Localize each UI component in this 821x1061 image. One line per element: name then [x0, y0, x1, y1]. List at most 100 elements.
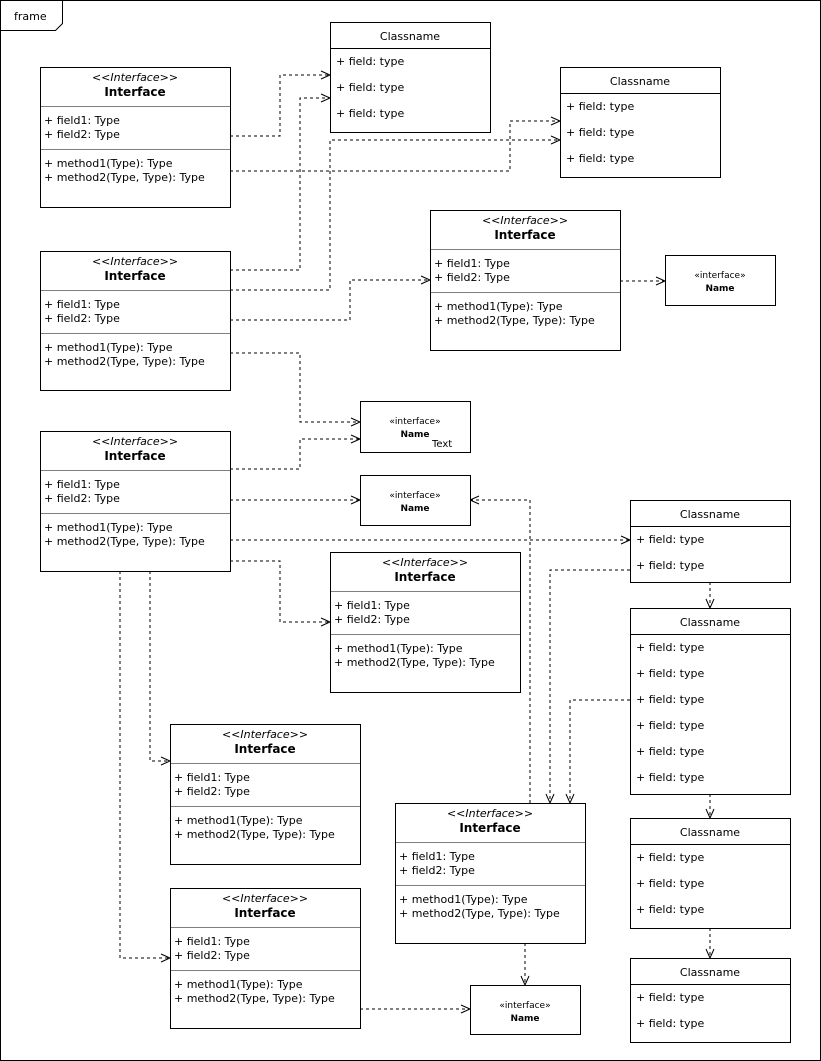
- class-field: + field: type: [636, 693, 704, 706]
- connector: [230, 116, 562, 172]
- interface-box[interactable]: <<Interface>>Interface+ field1: Type+ fi…: [395, 803, 586, 944]
- interface-box[interactable]: <<Interface>>Interface+ field1: Type+ fi…: [40, 251, 231, 391]
- class-field: + field: type: [636, 533, 704, 546]
- class-field: + field: type: [566, 100, 634, 113]
- class-box[interactable]: Classname+ field: type+ field: type+ fie…: [330, 22, 491, 133]
- interface-stereotype: <<Interface>>: [222, 728, 308, 741]
- interface-method: + method1(Type): Type: [44, 157, 173, 170]
- interface-method: + method2(Type, Type): Type: [399, 907, 560, 920]
- interface-field: + field1: Type: [334, 599, 410, 612]
- connector: [230, 434, 362, 470]
- small-interface-stereotype: «interface»: [499, 1001, 550, 1011]
- interface-name: Interface: [394, 570, 455, 584]
- connector: [230, 93, 332, 271]
- interface-method: + method1(Type): Type: [174, 814, 303, 827]
- class-box[interactable]: Classname+ field: type+ field: type: [630, 500, 791, 583]
- class-name: Classname: [680, 508, 740, 521]
- interface-stereotype: <<Interface>>: [482, 214, 568, 227]
- interface-name: Interface: [104, 269, 165, 283]
- small-interface-box[interactable]: «interface» Name: [360, 475, 471, 526]
- interface-name: Interface: [104, 85, 165, 99]
- interface-name: Interface: [234, 742, 295, 756]
- connectors: [119, 70, 715, 1014]
- small-interface-name: Name: [510, 1014, 539, 1024]
- interface-box[interactable]: <<Interface>>Interface+ field1: Type+ fi…: [430, 210, 621, 351]
- interface-field: + field2: Type: [399, 864, 475, 877]
- interface-method: + method2(Type, Type): Type: [174, 828, 335, 841]
- class-field: + field: type: [636, 877, 704, 890]
- interface-name: Interface: [104, 449, 165, 463]
- small-interface-name: Name: [400, 430, 429, 440]
- interface-method: + method2(Type, Type): Type: [434, 314, 595, 327]
- interface-method: + method2(Type, Type): Type: [44, 171, 205, 184]
- interface-field: + field1: Type: [44, 114, 120, 127]
- interface-name: Interface: [234, 906, 295, 920]
- class-field: + field: type: [336, 107, 404, 120]
- connector: [230, 70, 332, 137]
- interface-box[interactable]: <<Interface>>Interface + field1: Type+ fi…: [170, 724, 361, 865]
- interface-field: + field1: Type: [174, 771, 250, 784]
- small-interface-box[interactable]: «interface» Name: [665, 255, 776, 306]
- interface-method: + method1(Type): Type: [44, 521, 173, 534]
- small-interface-box[interactable]: «interface» Name: [470, 985, 581, 1035]
- interface-box[interactable]: <<Interface>>Interface + field1: Type+ fi…: [330, 552, 521, 693]
- connector: [468, 495, 531, 803]
- small-interface-stereotype: «interface»: [389, 491, 440, 501]
- small-interface-stereotype: «interface»: [389, 417, 440, 427]
- class-field: + field: type: [336, 55, 404, 68]
- interface-stereotype: <<Interface>>: [92, 255, 178, 268]
- class-name: Classname: [610, 75, 670, 88]
- interface-method: + method1(Type): Type: [399, 893, 528, 906]
- interface-field: + field2: Type: [334, 613, 410, 626]
- interface-stereotype: <<Interface>>: [447, 807, 533, 820]
- interface-box[interactable]: <<Interface>>Interface+ field1: Type+ fi…: [170, 888, 361, 1029]
- interface-stereotype: <<Interface>>: [92, 435, 178, 448]
- class-field: + field: type: [636, 771, 704, 784]
- interface-method: + method2(Type, Type): Type: [174, 992, 335, 1005]
- interface-box[interactable]: <<Interface>>Interface + field1: Type+ fi…: [40, 431, 231, 572]
- interface-stereotype: <<Interface>>: [382, 556, 468, 569]
- class-box[interactable]: Classname+ field: type+ field: type: [630, 958, 791, 1043]
- class-box[interactable]: Classname + field: type + field: type + fie…: [560, 67, 721, 178]
- interface-field: + field1: Type: [44, 298, 120, 311]
- class-name: Classname: [680, 826, 740, 839]
- connector: [545, 569, 630, 805]
- small-interface-text: Text: [431, 439, 452, 450]
- interface-field: + field2: Type: [174, 785, 250, 798]
- class-field: + field: type: [636, 991, 704, 1004]
- class-field: + field: type: [566, 152, 634, 165]
- interface-name: Interface: [459, 821, 520, 835]
- small-interface-stereotype: «interface»: [694, 271, 745, 281]
- interface-method: + method1(Type): Type: [174, 978, 303, 991]
- interface-stereotype: <<Interface>>: [92, 71, 178, 84]
- interface-method: + method1(Type): Type: [434, 300, 563, 313]
- interface-method: + method1(Type): Type: [44, 341, 173, 354]
- class-field: + field: type: [636, 851, 704, 864]
- class-name: Classname: [380, 30, 440, 43]
- interface-field: + field2: Type: [434, 271, 510, 284]
- class-name: Classname: [680, 616, 740, 629]
- connector: [230, 275, 432, 321]
- connector: [119, 571, 172, 963]
- interface-stereotype: <<Interface>>: [222, 892, 308, 905]
- interface-method: + method2(Type, Type): Type: [44, 355, 205, 368]
- interface-method: + method2(Type, Type): Type: [44, 535, 205, 548]
- interface-box[interactable]: <<Interface>>Interface + field1: Type+ fi…: [40, 67, 231, 208]
- class-field: + field: type: [636, 903, 704, 916]
- class-field: + field: type: [636, 719, 704, 732]
- class-box[interactable]: Classname + field: type + field: type + fie…: [630, 818, 791, 929]
- connector: [565, 699, 630, 805]
- interface-field: + field2: Type: [44, 128, 120, 141]
- class-box[interactable]: Classname + field: type + field: type + fie…: [630, 608, 791, 795]
- interface-field: + field1: Type: [44, 478, 120, 491]
- small-interface-name: Name: [705, 284, 734, 294]
- interface-name: Interface: [494, 228, 555, 242]
- class-field: + field: type: [566, 126, 634, 139]
- interface-field: + field1: Type: [174, 935, 250, 948]
- connector: [230, 135, 562, 291]
- small-interface-name: Name: [400, 504, 429, 514]
- interface-method: + method2(Type, Type): Type: [334, 656, 495, 669]
- interface-field: + field2: Type: [44, 492, 120, 505]
